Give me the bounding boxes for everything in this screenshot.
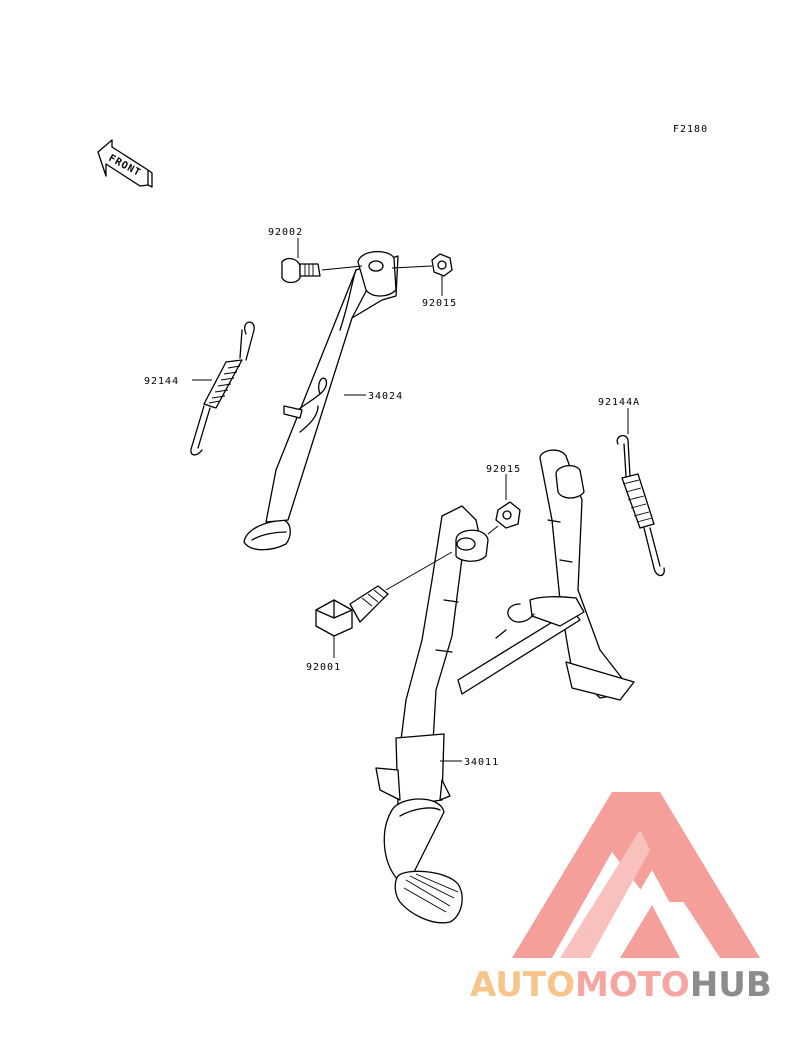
watermark-logo [512, 792, 760, 958]
axis-line-nut [487, 525, 499, 535]
watermark-triangle [512, 792, 690, 958]
watermark-auto: AUTO [470, 965, 575, 1005]
front-arrow-icon: FRONT [97, 139, 153, 188]
label-92001: 92001 [306, 662, 341, 673]
label-34011: 34011 [464, 757, 499, 768]
center-stand-34011 [375, 449, 635, 924]
bolt-92002 [281, 257, 321, 284]
spring-92144A [616, 434, 665, 577]
label-92144: 92144 [144, 376, 179, 387]
spring-92144 [190, 321, 255, 456]
figure-code: F2180 [673, 124, 708, 135]
nut-92015-mid [495, 501, 521, 529]
axis-line-bolt [385, 551, 453, 591]
label-92002: 92002 [268, 227, 303, 238]
watermark-moto: MOTO [575, 965, 690, 1005]
nut-92015-top [431, 253, 453, 277]
label-92015-mid: 92015 [486, 464, 521, 475]
label-92015-top: 92015 [422, 298, 457, 309]
label-34024: 34024 [368, 391, 403, 402]
axis-line-top-right [391, 265, 433, 269]
side-stand-34024 [243, 251, 399, 551]
watermark-text: AUTOMOTOHUB [470, 965, 772, 1005]
label-92144A: 92144A [598, 397, 640, 408]
axis-line-top-left [321, 265, 363, 271]
bolt-92001 [315, 585, 389, 637]
watermark-hub: HUB [690, 965, 772, 1005]
